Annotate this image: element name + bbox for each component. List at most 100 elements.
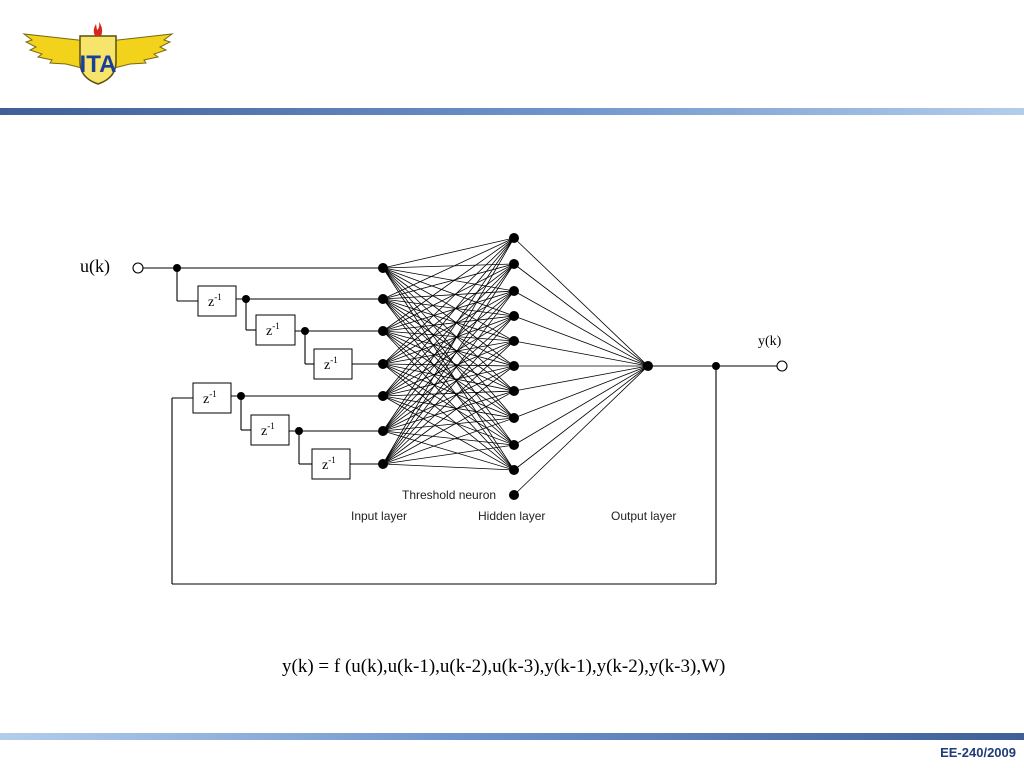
network-connection: [382, 263, 515, 432]
network-connection: [382, 237, 515, 365]
network-connection: [382, 417, 515, 465]
input-neuron: [378, 263, 388, 273]
network-connection: [382, 267, 515, 471]
input-neuron: [378, 391, 388, 401]
network-connection: [382, 330, 515, 342]
network-connection: [382, 298, 515, 342]
input-signal-label: u(k): [80, 256, 110, 277]
network-connection: [382, 363, 515, 471]
network-connection: [382, 363, 515, 419]
network-connection: [382, 263, 515, 465]
model-equation: y(k) = f (u(k),u(k-1),u(k-2),u(k-3),y(k-…: [282, 656, 726, 677]
output-layer-label: Output layer: [611, 509, 676, 523]
network-connection: [513, 365, 649, 446]
network-connection: [382, 237, 515, 432]
network-connection: [382, 417, 515, 432]
network-connection: [382, 365, 515, 432]
svg-text:z-1: z-1: [324, 355, 338, 373]
input-neuron: [378, 459, 388, 469]
input-neuron: [378, 294, 388, 304]
delay-block: z-1: [311, 448, 351, 480]
course-code: EE-240/2009: [940, 745, 1016, 760]
network-connection: [382, 263, 515, 365]
junction-dot: [295, 427, 303, 435]
network-connection: [382, 395, 515, 471]
network-connection: [382, 237, 515, 332]
network-connection: [382, 237, 515, 300]
output-neuron: [643, 361, 653, 371]
network-connection: [382, 315, 515, 332]
input-layer-label: Input layer: [351, 509, 407, 523]
network-connection: [382, 290, 515, 365]
input-terminal: [132, 262, 144, 274]
network-connection: [382, 390, 515, 397]
hidden-neuron: [509, 336, 519, 346]
input-neuron: [378, 426, 388, 436]
ita-logo-icon: ITA: [22, 22, 174, 85]
threshold-neuron: [509, 490, 519, 500]
network-connection: [382, 237, 515, 269]
svg-text:z-1: z-1: [322, 455, 336, 473]
network-connection: [382, 363, 515, 367]
network-connection: [382, 395, 515, 446]
junction-dot: [242, 295, 250, 303]
logo-text: ITA: [80, 51, 117, 78]
output-terminal: [776, 360, 788, 372]
svg-text:z-1: z-1: [266, 321, 280, 339]
junction-dot: [301, 327, 309, 335]
svg-text:z-1: z-1: [203, 389, 217, 407]
network-connection: [382, 390, 515, 432]
network-connection: [382, 298, 515, 471]
network-connection: [382, 330, 515, 471]
network-connection: [513, 315, 649, 367]
network-connection: [382, 315, 515, 465]
network-connection: [382, 340, 515, 365]
network-connection: [382, 340, 515, 397]
network-connection: [382, 298, 515, 419]
network-connection: [382, 365, 515, 465]
header-divider: [0, 108, 1024, 115]
network-connection: [513, 365, 649, 496]
network-connection: [382, 298, 515, 446]
network-connection: [382, 267, 515, 292]
network-connection: [513, 263, 649, 367]
network-connection: [382, 298, 515, 317]
hidden-neuron: [509, 465, 519, 475]
network-connection: [382, 430, 515, 471]
delay-block: z-1: [255, 314, 296, 346]
network-connection: [382, 330, 515, 367]
threshold-neuron-label: Threshold neuron: [402, 488, 496, 502]
delay-block: z-1: [250, 414, 290, 446]
network-connection: [382, 237, 515, 465]
footer-divider: [0, 733, 1024, 740]
network-connection: [513, 365, 649, 419]
network-connection: [382, 315, 515, 397]
network-connection: [513, 290, 649, 367]
network-connection: [382, 340, 515, 465]
input-neuron: [378, 359, 388, 369]
hidden-neuron: [509, 259, 519, 269]
network-connection: [382, 298, 515, 392]
hidden-neuron: [509, 440, 519, 450]
hidden-neuron: [509, 233, 519, 243]
network-connection: [382, 463, 515, 471]
hidden-neuron: [509, 361, 519, 371]
network-connection: [382, 444, 515, 465]
delay-block: z-1: [313, 348, 353, 380]
network-connection: [382, 340, 515, 432]
junction-dot: [712, 362, 720, 370]
svg-text:z-1: z-1: [261, 421, 275, 439]
junction-dot: [237, 392, 245, 400]
network-connection: [382, 315, 515, 365]
hidden-layer-label: Hidden layer: [478, 509, 545, 523]
network-connection: [382, 365, 515, 397]
hidden-neuron: [509, 386, 519, 396]
network-connection: [382, 263, 515, 397]
network-connection: [513, 365, 649, 471]
network-connection: [382, 290, 515, 432]
network-connection: [382, 430, 515, 446]
network-connection: [513, 340, 649, 367]
output-signal-label: y(k): [758, 334, 782, 349]
junction-dot: [173, 264, 181, 272]
